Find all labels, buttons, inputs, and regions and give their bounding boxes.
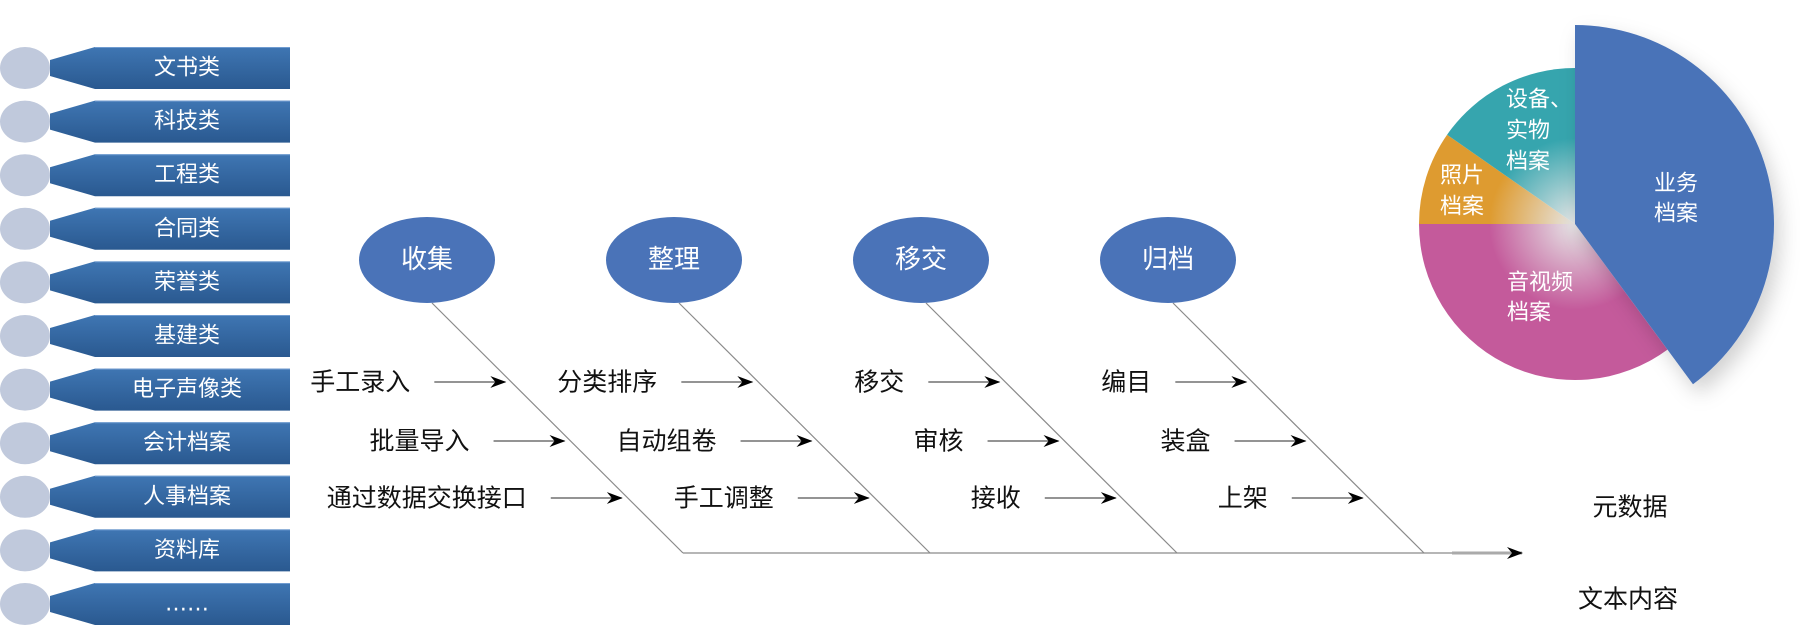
stage-item: 装盒 bbox=[1161, 427, 1211, 456]
pie-slice[interactable] bbox=[1447, 68, 1575, 224]
stage-item: 通过数据交换接口 bbox=[327, 484, 527, 513]
category-item[interactable]: 资料库 bbox=[0, 529, 290, 572]
category-label: 合同类 bbox=[154, 216, 220, 241]
category-band bbox=[50, 261, 290, 304]
pie-label: 档案 bbox=[1506, 150, 1550, 175]
pie-slice[interactable] bbox=[1419, 224, 1668, 381]
category-band bbox=[50, 422, 290, 465]
category-label: 会计档案 bbox=[143, 431, 231, 456]
stage-title: 收集 bbox=[401, 245, 453, 275]
category-item[interactable]: …… bbox=[0, 583, 290, 625]
category-bullet bbox=[0, 261, 50, 304]
pie-slice[interactable] bbox=[1419, 134, 1575, 224]
fishbone-diagram: 收集手工录入批量导入通过数据交换接口整理分类排序自动组卷手工调整移交移交审核接收… bbox=[310, 217, 1523, 559]
category-band bbox=[50, 583, 290, 625]
pie-label: 照片 bbox=[1440, 164, 1484, 189]
category-bullet bbox=[0, 100, 50, 143]
category-bullet bbox=[0, 529, 50, 572]
category-band bbox=[50, 207, 290, 250]
stage-node[interactable] bbox=[1100, 217, 1236, 303]
stage-title: 整理 bbox=[648, 245, 700, 275]
category-bullet bbox=[0, 368, 50, 411]
stage-bone bbox=[925, 302, 1178, 554]
stage-item: 接收 bbox=[971, 484, 1021, 513]
pie-label: 档案 bbox=[1507, 301, 1551, 326]
pie-label: 实物 bbox=[1506, 119, 1550, 144]
stage-node[interactable] bbox=[853, 217, 989, 303]
category-label: 文书类 bbox=[154, 56, 220, 81]
category-item[interactable]: 荣誉类 bbox=[0, 261, 290, 304]
category-label: 人事档案 bbox=[143, 484, 231, 509]
category-band bbox=[50, 47, 290, 89]
pie-slice[interactable] bbox=[1575, 25, 1775, 385]
category-item[interactable]: 基建类 bbox=[0, 315, 290, 357]
stage-item: 分类排序 bbox=[557, 368, 657, 397]
category-item[interactable]: 文书类 bbox=[0, 47, 290, 89]
category-bullet bbox=[0, 422, 50, 465]
category-bullet bbox=[0, 47, 50, 89]
category-band bbox=[50, 154, 290, 197]
output-metadata: 元数据 bbox=[1592, 493, 1667, 522]
stage-item: 手工录入 bbox=[310, 368, 410, 397]
category-label: 科技类 bbox=[154, 109, 220, 134]
category-label: 资料库 bbox=[154, 538, 220, 563]
stage-title: 归档 bbox=[1142, 245, 1194, 275]
stage-bone bbox=[431, 302, 684, 554]
category-band bbox=[50, 368, 290, 411]
category-item[interactable]: 人事档案 bbox=[0, 475, 290, 518]
pie-label: 档案 bbox=[1440, 195, 1484, 220]
category-item[interactable]: 科技类 bbox=[0, 100, 290, 143]
category-label: 电子声像类 bbox=[132, 377, 242, 402]
stage-item: 审核 bbox=[914, 427, 964, 456]
category-label: 基建类 bbox=[154, 324, 220, 349]
category-label: 工程类 bbox=[154, 163, 220, 188]
stage-node[interactable] bbox=[606, 217, 742, 303]
stage-item: 编目 bbox=[1101, 368, 1151, 397]
stage-item: 手工调整 bbox=[674, 484, 774, 513]
category-bullet bbox=[0, 475, 50, 518]
stage-item: 移交 bbox=[854, 368, 904, 397]
stage-item: 自动组卷 bbox=[617, 427, 717, 456]
output-text-content: 文本内容 bbox=[1578, 585, 1678, 614]
pie-label: 设备、 bbox=[1506, 88, 1572, 113]
pie-label: 档案 bbox=[1654, 202, 1698, 227]
category-label: …… bbox=[165, 592, 209, 617]
stage-bone bbox=[678, 302, 931, 554]
pie-label: 业务 bbox=[1654, 172, 1698, 197]
category-item[interactable]: 工程类 bbox=[0, 154, 290, 197]
category-bullet bbox=[0, 154, 50, 197]
category-band bbox=[50, 100, 290, 143]
stage-node[interactable] bbox=[359, 217, 495, 303]
stage-bone bbox=[1172, 302, 1425, 554]
category-label: 荣誉类 bbox=[154, 270, 220, 295]
stage-title: 移交 bbox=[895, 245, 947, 275]
category-band bbox=[50, 475, 290, 518]
category-item[interactable]: 会计档案 bbox=[0, 422, 290, 465]
category-bullet bbox=[0, 315, 50, 357]
category-item[interactable]: 电子声像类 bbox=[0, 368, 290, 411]
category-bullet bbox=[0, 583, 50, 625]
category-band bbox=[50, 315, 290, 357]
stage-item: 批量导入 bbox=[370, 427, 470, 456]
category-item[interactable]: 合同类 bbox=[0, 207, 290, 250]
category-band bbox=[50, 529, 290, 572]
pie-label: 音视频 bbox=[1507, 271, 1573, 296]
stage-item: 上架 bbox=[1218, 484, 1268, 513]
category-bullet bbox=[0, 207, 50, 250]
